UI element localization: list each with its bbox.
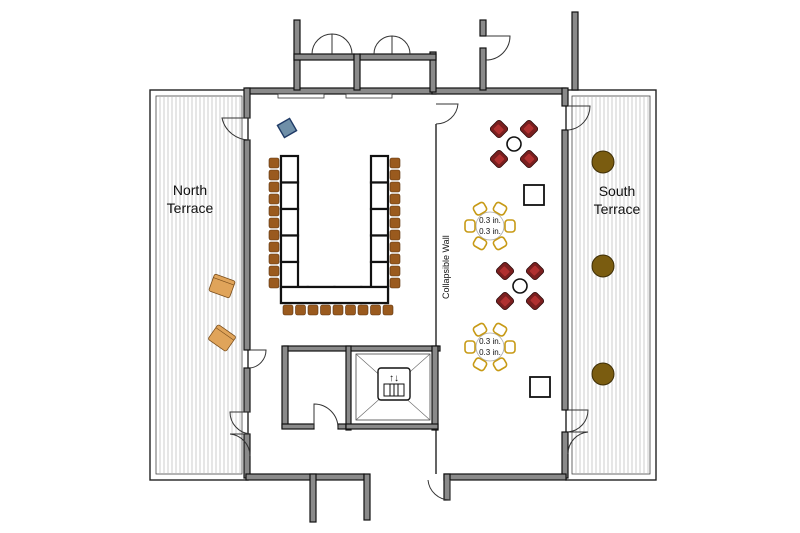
square-table [523, 184, 545, 206]
table-segment [279, 207, 300, 237]
gold-chair [472, 201, 488, 216]
conference-chair [389, 193, 401, 205]
table-segment [279, 181, 300, 211]
conference-chair [389, 241, 401, 253]
lounge-chair-icon [489, 149, 509, 169]
collapsible-wall-label: Collapsible Wall [441, 235, 451, 299]
conference-chair [389, 265, 401, 277]
door-swings [221, 103, 591, 501]
north-terrace-label-line1: North [173, 182, 207, 198]
service-rooms: ↑↓ [281, 345, 441, 431]
conference-chair [307, 304, 319, 316]
conference-chair [268, 157, 280, 169]
lounge-chair-icon [519, 119, 539, 139]
conference-chair [282, 304, 294, 316]
table-segment [369, 181, 390, 211]
conference-chair [357, 304, 369, 316]
gold-chair [472, 236, 488, 251]
lounge-chair-icon [525, 291, 545, 311]
terrace-chair [208, 324, 236, 352]
cocktail-table-2-label-top: 0.3 in. [479, 337, 501, 346]
cocktail-table-1-label-top: 0.3 in. [479, 216, 501, 225]
south-terrace-label-line1: South [599, 183, 636, 199]
table-segment [369, 207, 390, 237]
conference-chair [268, 241, 280, 253]
conference-chair [268, 265, 280, 277]
gold-chair [504, 219, 516, 233]
top-vestibule [293, 11, 579, 93]
conference-chair [268, 193, 280, 205]
conference-chair [268, 229, 280, 241]
lounge-chair-icon [525, 261, 545, 281]
terrace-chair [208, 273, 236, 299]
south-terrace-label-line2: Terrace [594, 201, 641, 217]
conference-chair [345, 304, 356, 316]
table-segment [369, 154, 390, 184]
lounge-group-1 [489, 119, 539, 169]
gold-chair [492, 201, 508, 216]
conference-chair [389, 253, 401, 265]
conference-chair [295, 304, 306, 316]
u-shape-table [268, 154, 401, 316]
conference-chair [389, 205, 401, 217]
gold-chair [472, 357, 488, 372]
table-segment [279, 154, 300, 184]
lounge-chair-icon [495, 291, 515, 311]
south-terrace [565, 89, 657, 481]
main-walls [243, 87, 569, 523]
cocktail-table-1: 0.3 in. 0.3 in. [464, 201, 516, 251]
conference-chair [268, 205, 280, 217]
table-segment [279, 260, 300, 290]
conference-chair [382, 304, 394, 316]
terrace-chairs [208, 273, 236, 352]
lounge-chair-icon [495, 261, 515, 281]
conference-chair [389, 217, 401, 229]
conference-chair [268, 181, 280, 193]
conference-chair [332, 304, 344, 316]
conference-chair [268, 277, 280, 289]
conference-chair [389, 169, 401, 181]
svg-text:↑↓: ↑↓ [389, 373, 399, 384]
conference-chair [389, 181, 401, 193]
cocktail-table-2: 0.3 in. 0.3 in. [464, 322, 516, 372]
cocktail-table-icon [512, 278, 528, 294]
table-segment [279, 285, 390, 305]
north-terrace-label-line2: Terrace [167, 200, 214, 216]
conference-chair [389, 277, 401, 289]
cocktail-table-2-label-bottom: 0.3 in. [479, 348, 501, 357]
lounge-chair-icon [489, 119, 509, 139]
table-segment [279, 234, 300, 264]
conference-chair [389, 157, 401, 169]
conference-chair [370, 304, 381, 316]
podium-icon [276, 117, 298, 139]
gold-chair [492, 322, 508, 337]
planter-icon [591, 150, 615, 386]
door-icon [221, 117, 251, 141]
lounge-chair-icon [519, 149, 539, 169]
gold-chair [464, 340, 476, 354]
square-table [529, 376, 551, 398]
lounge-group-2 [495, 261, 545, 311]
conference-chair [389, 229, 401, 241]
conference-chair [268, 253, 280, 265]
cocktail-table-icon [506, 136, 522, 152]
table-segment [369, 234, 390, 264]
conference-chair [268, 217, 280, 229]
gold-chair [492, 357, 508, 372]
elevator-icon: ↑↓ [377, 367, 411, 401]
cocktail-table-1-label-bottom: 0.3 in. [479, 227, 501, 236]
gold-chair [492, 236, 508, 251]
gold-chair [464, 219, 476, 233]
conference-chair [320, 304, 331, 316]
table-segment [369, 260, 390, 290]
gold-chair [472, 322, 488, 337]
conference-chair [268, 169, 280, 181]
gold-chair [504, 340, 516, 354]
